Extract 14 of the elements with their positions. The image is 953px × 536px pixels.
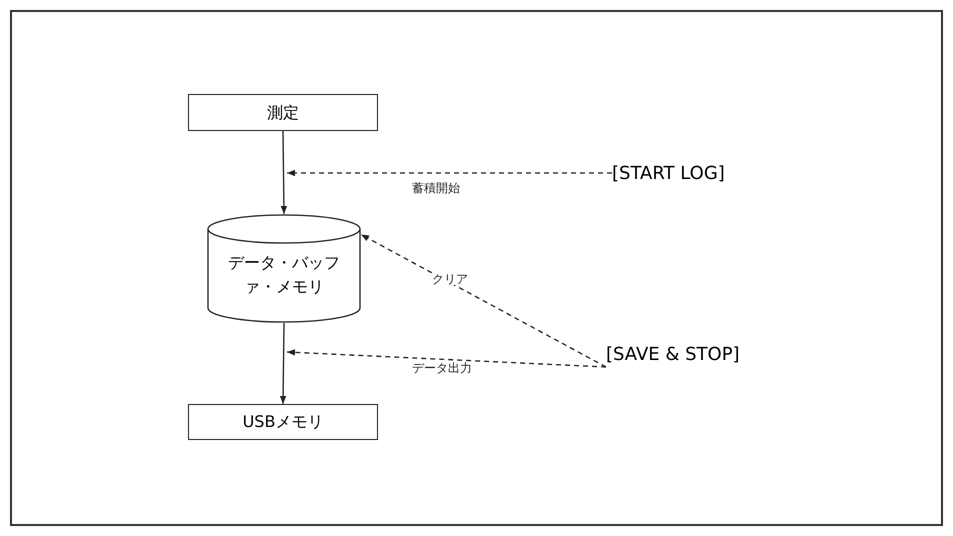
arrow	[280, 131, 288, 214]
node-text: [START LOG]	[612, 162, 725, 186]
node-text: [SAVE & STOP]	[606, 342, 740, 366]
dashed-arrow	[287, 170, 612, 176]
process-box	[188, 404, 378, 440]
node-text: USBメモリ	[242, 411, 324, 433]
node-text: 測定	[267, 102, 299, 124]
edge-label: 蓄積開始	[410, 182, 462, 194]
arrow	[280, 323, 286, 404]
dashed-arrow	[286, 349, 606, 368]
dashed-arrow	[360, 234, 606, 368]
process-box	[188, 94, 378, 131]
node-text: データ・バッファ・メモリ	[227, 252, 341, 298]
edge-label: クリア	[430, 273, 470, 285]
